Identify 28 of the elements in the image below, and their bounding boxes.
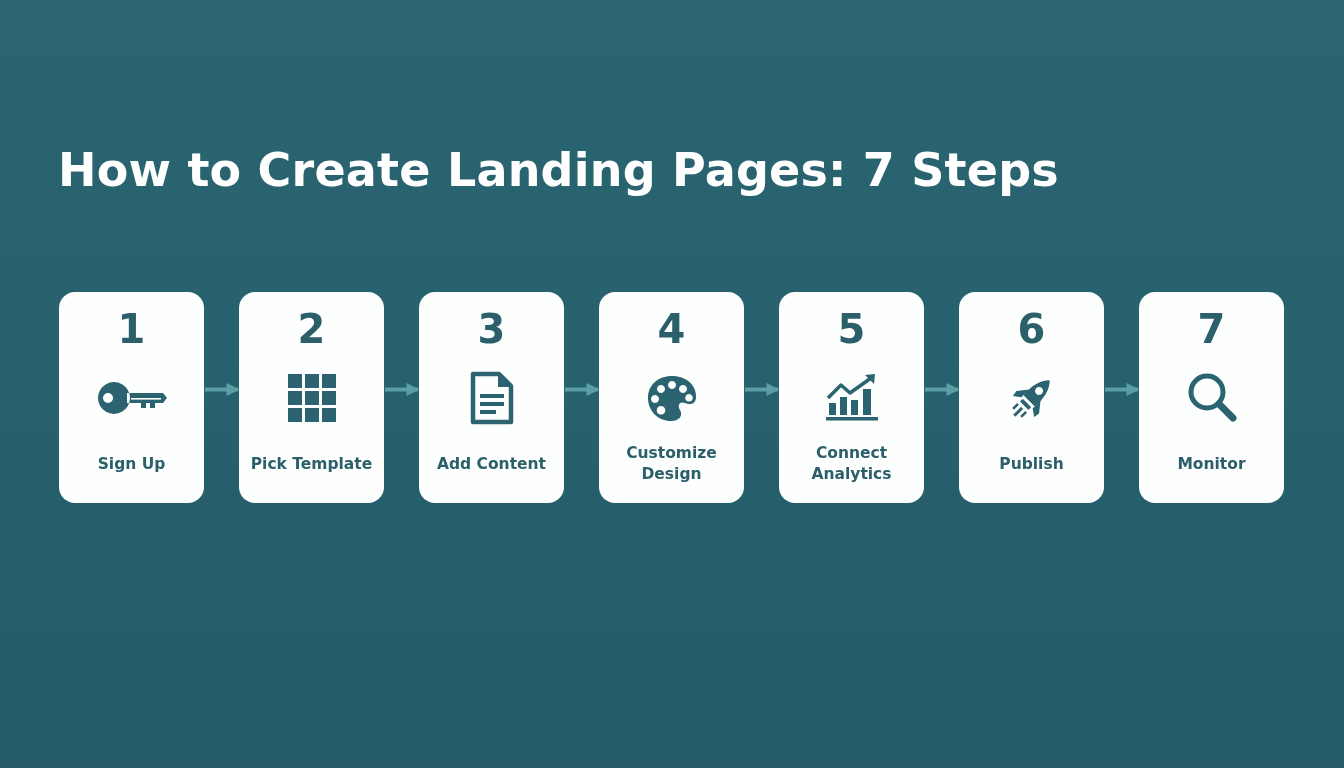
arrow bbox=[745, 383, 780, 396]
step-card bbox=[959, 292, 1104, 503]
arrow bbox=[1105, 383, 1140, 396]
step-number: 2 bbox=[296, 306, 327, 352]
step-number: 5 bbox=[836, 306, 867, 352]
step-card bbox=[239, 292, 384, 503]
arrow bbox=[385, 383, 420, 396]
step-number: 3 bbox=[476, 306, 507, 352]
step-label: Connect Analytics bbox=[810, 443, 893, 485]
arrow bbox=[565, 383, 600, 396]
arrow bbox=[925, 383, 960, 396]
step-card bbox=[59, 292, 204, 503]
step-number: 6 bbox=[1016, 306, 1047, 352]
step-label: Monitor bbox=[1177, 453, 1246, 475]
step-card bbox=[599, 292, 744, 503]
step-card bbox=[419, 292, 564, 503]
step-label: Pick Template bbox=[250, 453, 373, 475]
step-label: Customize Design bbox=[625, 443, 718, 485]
arrow bbox=[205, 383, 240, 396]
step-card bbox=[1139, 292, 1284, 503]
step-number: 7 bbox=[1196, 306, 1227, 352]
step-label: Add Content bbox=[437, 453, 546, 475]
step-label: Publish bbox=[999, 453, 1064, 475]
step-label: Sign Up bbox=[97, 453, 166, 475]
title: How to Create Landing Pages: 7 Steps bbox=[58, 143, 1059, 197]
step-number: 4 bbox=[656, 306, 687, 352]
step-number: 1 bbox=[116, 306, 147, 352]
step-card bbox=[779, 292, 924, 503]
